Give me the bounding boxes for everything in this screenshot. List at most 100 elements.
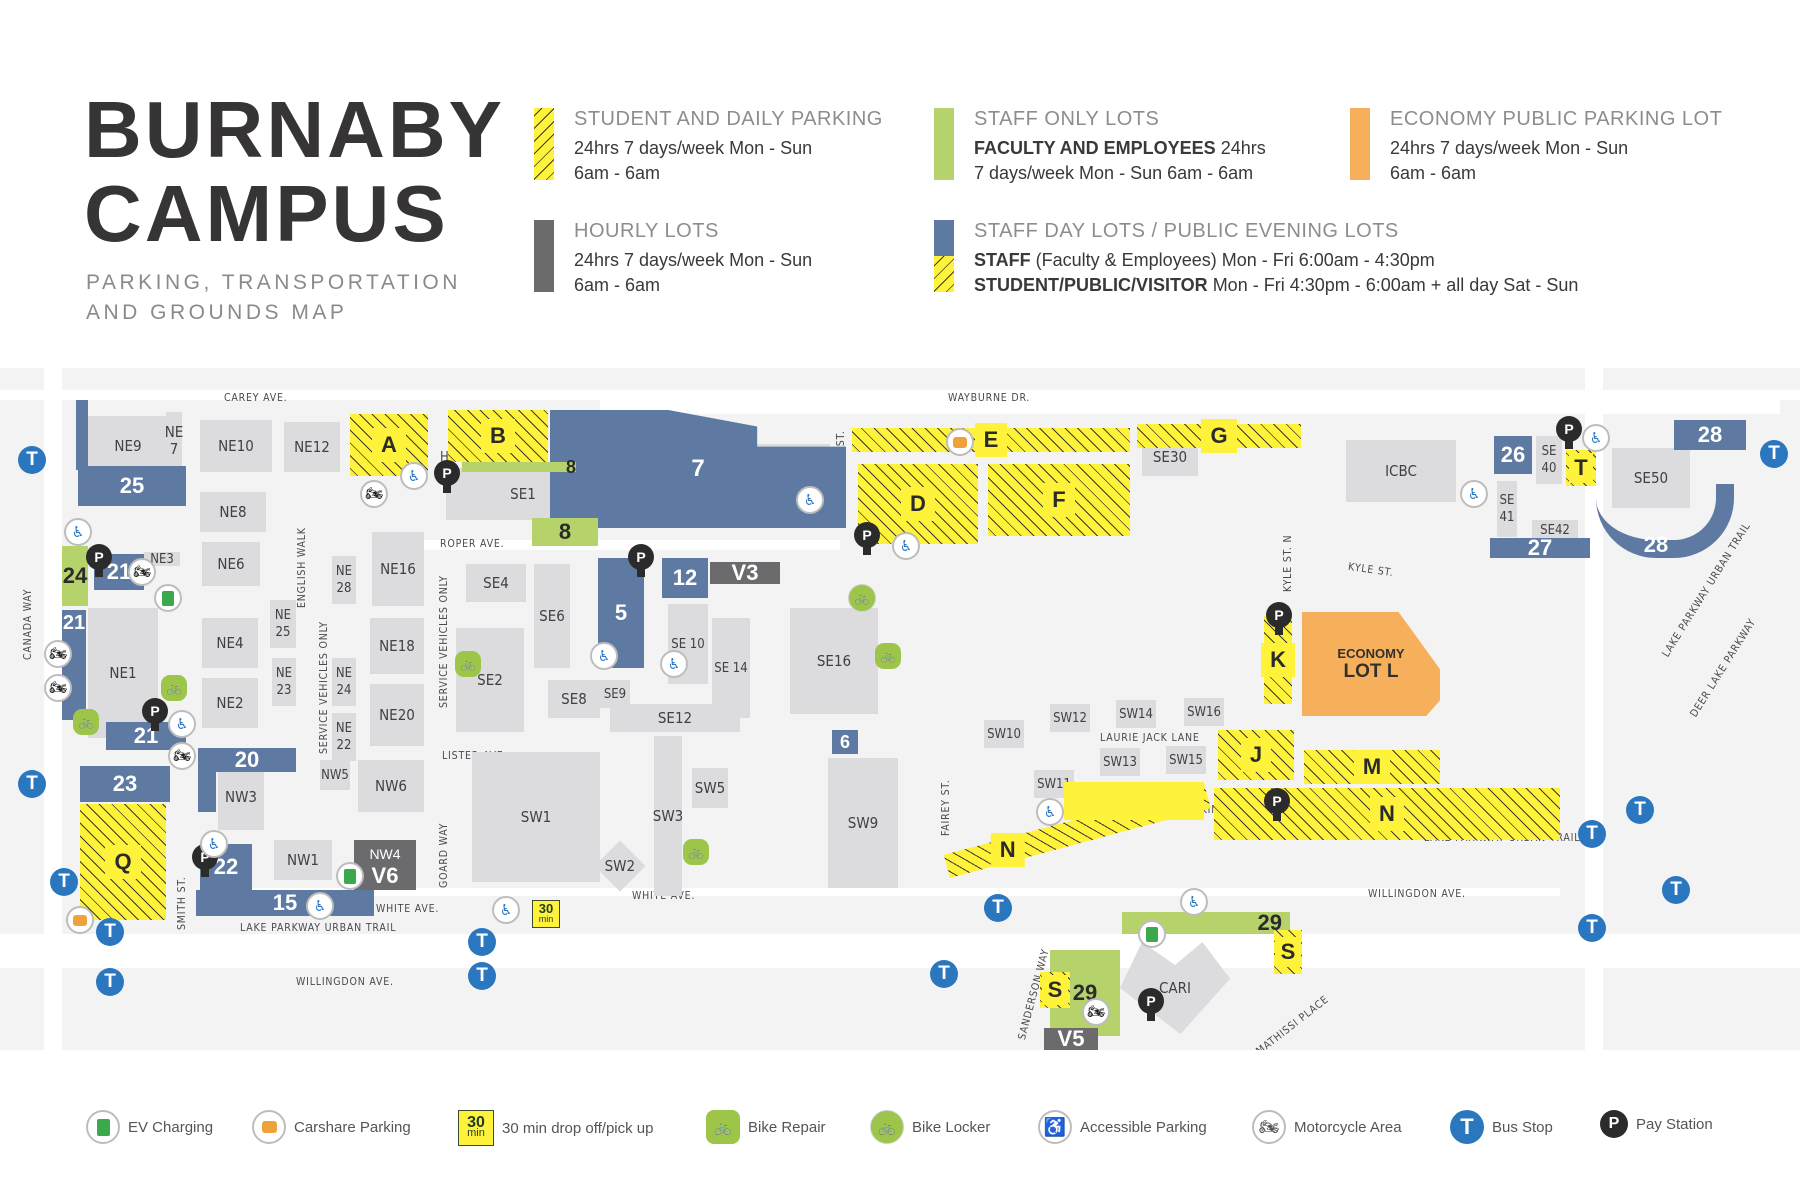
building-ne28[interactable]: NE 28 — [332, 556, 356, 604]
lot-5[interactable]: 5 — [598, 558, 644, 668]
ev-charging-icon[interactable] — [154, 584, 182, 612]
bus-stop-icon[interactable]: T — [1626, 796, 1654, 824]
motorcycle-icon[interactable]: 🏍 — [128, 558, 156, 586]
building-ne7[interactable]: NE 7 — [165, 412, 183, 470]
accessible-icon[interactable]: ♿ — [1582, 424, 1610, 452]
lot-8[interactable]: 8 — [532, 518, 598, 546]
bus-stop-icon[interactable]: T — [96, 918, 124, 946]
ev-charging-icon[interactable] — [1138, 920, 1166, 948]
building-ne4[interactable]: NE4 — [202, 618, 258, 668]
bus-stop-icon[interactable]: T — [1760, 440, 1788, 468]
motorcycle-icon[interactable]: 🏍 — [44, 674, 72, 702]
building-sw14[interactable]: SW14 — [1116, 700, 1156, 728]
building-sw2[interactable]: SW2 — [594, 840, 646, 892]
bus-stop-icon[interactable]: T — [468, 962, 496, 990]
building-nw1[interactable]: NW1 — [274, 840, 332, 880]
accessible-icon[interactable]: ♿ — [892, 532, 920, 560]
pay-station-icon[interactable]: P — [854, 522, 880, 555]
pay-station-icon[interactable]: P — [434, 460, 460, 493]
building-se41[interactable]: SE 41 — [1497, 481, 1517, 537]
building-ne12[interactable]: NE12 — [284, 422, 340, 472]
accessible-icon[interactable]: ♿ — [492, 896, 520, 924]
lot-m[interactable]: M — [1304, 750, 1440, 784]
accessible-icon[interactable]: ♿ — [200, 830, 228, 858]
bike-repair-icon[interactable]: 🚲 — [458, 654, 478, 674]
bike-repair-icon[interactable]: 🚲 — [878, 646, 898, 666]
accessible-icon[interactable]: ♿ — [660, 650, 688, 678]
lot-b[interactable]: B — [448, 410, 548, 462]
building-se16[interactable]: SE16 — [790, 608, 878, 714]
building-ne8[interactable]: NE8 — [200, 492, 266, 532]
pay-station-icon[interactable]: P — [1556, 416, 1582, 449]
motorcycle-icon[interactable]: 🏍 — [168, 742, 196, 770]
accessible-icon[interactable]: ♿ — [400, 462, 428, 490]
lot-e[interactable]: E — [852, 423, 1130, 457]
building-se6[interactable]: SE6 — [534, 564, 570, 668]
building-ne16[interactable]: NE16 — [372, 532, 424, 606]
accessible-icon[interactable]: ♿ — [168, 710, 196, 738]
building-ne6[interactable]: NE6 — [202, 542, 260, 586]
pay-station-icon[interactable]: P — [86, 544, 112, 577]
lot-15[interactable]: 15 — [196, 890, 374, 916]
accessible-icon[interactable]: ♿ — [64, 518, 92, 546]
lot-28[interactable]: 28 — [1674, 420, 1746, 450]
pay-station-icon[interactable]: P — [1266, 602, 1292, 635]
building-sw13[interactable]: SW13 — [1100, 748, 1140, 776]
lot-v3[interactable]: V3 — [710, 562, 780, 584]
accessible-icon[interactable]: ♿ — [306, 892, 334, 920]
bus-stop-icon[interactable]: T — [468, 928, 496, 956]
bus-stop-icon[interactable]: T — [1578, 820, 1606, 848]
lot-6[interactable]: 6 — [832, 730, 858, 754]
motorcycle-icon[interactable]: 🏍 — [44, 640, 72, 668]
bus-stop-icon[interactable]: T — [984, 894, 1012, 922]
building-se40[interactable]: SE 40 — [1536, 436, 1562, 484]
building-se14[interactable]: SE 14 — [712, 618, 750, 718]
building-se12[interactable]: SE12 — [610, 704, 740, 732]
building-se42[interactable]: SE42 — [1532, 520, 1578, 540]
building-ne23[interactable]: NE 23 — [272, 658, 296, 706]
student-housing-parking[interactable] — [1064, 782, 1204, 820]
motorcycle-icon[interactable]: 🏍 — [1082, 998, 1110, 1026]
building-ne20[interactable]: NE20 — [370, 684, 424, 746]
lot-8[interactable]: 8 — [462, 457, 576, 477]
ev-charging-icon[interactable] — [336, 862, 364, 890]
pay-station-icon[interactable]: P — [142, 698, 168, 731]
lot-f[interactable]: F — [988, 464, 1130, 536]
accessible-icon[interactable]: ♿ — [590, 642, 618, 670]
carshare-icon[interactable] — [66, 906, 94, 934]
building-se8[interactable]: SE8 — [548, 680, 600, 718]
lot-20[interactable]: 20 — [198, 747, 296, 772]
building-sw5[interactable]: SW5 — [692, 768, 728, 808]
bus-stop-icon[interactable]: T — [18, 446, 46, 474]
pay-station-icon[interactable]: P — [1138, 988, 1164, 1021]
building-sw10[interactable]: SW10 — [984, 720, 1024, 748]
bike-repair-icon[interactable]: 🚲 — [164, 678, 184, 698]
building-nw5[interactable]: NW5 — [320, 760, 350, 790]
lot-j[interactable]: J — [1218, 730, 1294, 780]
lot-28-loop[interactable]: 28 — [1596, 484, 1734, 558]
motorcycle-icon[interactable]: 🏍 — [360, 480, 388, 508]
lot-12[interactable]: 12 — [662, 558, 708, 598]
accessible-icon[interactable]: ♿ — [1180, 888, 1208, 916]
building-sw16[interactable]: SW16 — [1184, 698, 1224, 726]
building-ne10[interactable]: NE10 — [200, 420, 272, 472]
thirty-min-icon[interactable]: 30 min — [532, 900, 560, 928]
bus-stop-icon[interactable]: T — [1662, 876, 1690, 904]
building-se2[interactable]: SE2 — [456, 628, 524, 732]
bus-stop-icon[interactable]: T — [96, 968, 124, 996]
lot-q[interactable]: Q — [80, 804, 166, 920]
accessible-icon[interactable]: ♿ — [796, 486, 824, 514]
accessible-icon[interactable]: ♿ — [1036, 798, 1064, 826]
lot-nw4-v6[interactable]: NW4 V6 — [354, 840, 416, 890]
lot-g[interactable]: G — [1137, 419, 1301, 453]
building-ne22[interactable]: NE 22 — [332, 713, 356, 761]
lot-26[interactable]: 26 — [1494, 436, 1532, 474]
pay-station-icon[interactable]: P — [1264, 788, 1290, 821]
bus-stop-icon[interactable]: T — [930, 960, 958, 988]
accessible-icon[interactable]: ♿ — [1460, 480, 1488, 508]
bike-locker-icon[interactable]: 🚲 — [848, 584, 876, 612]
campus-map[interactable]: CAREY AVE. WAYBURNE DR. ROPER AVE. LISTE… — [0, 368, 1800, 1050]
bus-stop-icon[interactable]: T — [50, 868, 78, 896]
bike-repair-icon[interactable]: 🚲 — [686, 842, 706, 862]
building-sw9[interactable]: SW9 — [828, 758, 898, 888]
